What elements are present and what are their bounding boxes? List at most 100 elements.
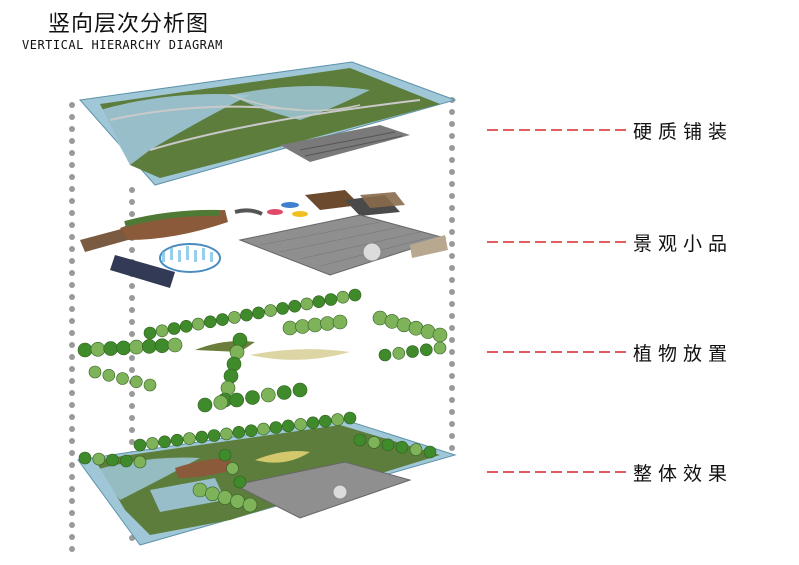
tree-canopy <box>395 440 409 454</box>
layer-label-overall-effect: 整体效果 <box>633 463 734 485</box>
tree-canopy <box>183 432 196 445</box>
guide-dot <box>69 342 75 348</box>
guide-dot <box>129 283 135 289</box>
tree-canopy <box>170 433 184 447</box>
tree-canopy <box>226 356 242 372</box>
tree-canopy <box>292 382 308 398</box>
tree-canopy <box>179 319 193 333</box>
tree-canopy <box>207 429 221 442</box>
guide-dot <box>69 114 75 120</box>
guide-dot <box>449 205 455 211</box>
tree-canopy <box>244 424 258 438</box>
tree-canopy <box>229 392 244 408</box>
guide-dot <box>69 270 75 276</box>
layer-label-landscape-features: 景观小品 <box>633 233 734 255</box>
guide-dot <box>129 187 135 193</box>
tree-canopy <box>106 453 119 467</box>
tree-canopy <box>232 332 248 348</box>
guide-dot <box>449 385 455 391</box>
tree-canopy <box>294 418 307 431</box>
guide-dot <box>129 307 135 313</box>
guide-dot <box>69 510 75 516</box>
tree-canopy <box>129 339 144 355</box>
tree-canopy <box>223 368 239 384</box>
tree-canopy <box>307 317 323 333</box>
guide-dot <box>449 193 455 199</box>
guide-dot <box>129 403 135 409</box>
tree-canopy <box>78 451 92 465</box>
tree-canopy <box>116 372 129 385</box>
guide-dot <box>449 169 455 175</box>
guide-dot <box>449 157 455 163</box>
guide-dot <box>449 229 455 235</box>
tree-canopy <box>197 397 213 413</box>
guide-dot <box>449 241 455 247</box>
guide-dot <box>69 378 75 384</box>
tree-canopy <box>433 341 447 355</box>
tree-canopy <box>158 435 171 449</box>
tree-canopy <box>195 430 209 444</box>
guide-dot <box>69 294 75 300</box>
guide-dot <box>129 199 135 205</box>
tree-canopy <box>281 419 295 433</box>
tree-canopy <box>318 414 332 428</box>
guide-dot <box>69 102 75 108</box>
tree-canopy <box>226 462 239 475</box>
tree-canopy <box>116 340 131 356</box>
tree-canopy <box>306 416 320 430</box>
tree-canopy <box>257 422 270 436</box>
tree-canopy <box>423 445 437 459</box>
tree-canopy <box>102 368 116 382</box>
guide-dot <box>69 354 75 360</box>
tree-canopy <box>367 436 381 449</box>
guide-dot <box>449 361 455 367</box>
tree-canopy <box>336 290 350 304</box>
guide-dot <box>449 349 455 355</box>
tree-canopy <box>233 475 247 489</box>
tree-canopy <box>143 326 157 340</box>
guide-dot <box>69 282 75 288</box>
tree-canopy <box>264 304 277 317</box>
tree-canopy <box>154 338 170 354</box>
guide-dot <box>69 438 75 444</box>
guide-dot <box>449 133 455 139</box>
guide-dot <box>69 330 75 336</box>
tree-canopy <box>133 438 147 452</box>
tree-canopy <box>146 437 159 450</box>
tree-canopy <box>191 317 205 331</box>
guide-dot <box>69 498 75 504</box>
guide-dot <box>69 210 75 216</box>
guide-dot <box>69 198 75 204</box>
diagram-subtitle: VERTICAL HIERARCHY DIAGRAM <box>22 38 223 52</box>
guide-dot <box>69 450 75 456</box>
tree-canopy <box>332 314 348 330</box>
guide-dot <box>129 439 135 445</box>
tree-canopy <box>88 365 102 379</box>
layer-hard-paving-illustration <box>79 61 457 186</box>
tree-canopy <box>142 339 157 354</box>
tree-canopy <box>230 493 245 509</box>
guide-dot <box>449 445 455 451</box>
guide-dot <box>69 474 75 480</box>
tree-canopy <box>409 443 423 456</box>
guide-dot <box>69 126 75 132</box>
guide-dot <box>449 181 455 187</box>
tree-canopy <box>192 482 208 498</box>
tree-canopy <box>406 345 419 358</box>
layer-label-hard-paving: 硬质铺装 <box>633 121 734 143</box>
guide-dot <box>129 427 135 433</box>
tree-canopy <box>276 302 289 315</box>
tree-canopy <box>353 433 367 447</box>
tree-canopy <box>204 315 217 329</box>
tree-canopy <box>348 288 362 302</box>
guide-dot <box>129 391 135 397</box>
guide-dot <box>449 373 455 379</box>
guide-dot <box>69 462 75 468</box>
guide-dot <box>69 234 75 240</box>
tree-canopy <box>343 411 357 425</box>
tree-canopy <box>331 413 344 426</box>
guide-dot <box>449 277 455 283</box>
tree-canopy <box>228 311 241 324</box>
guide-dot <box>69 546 75 552</box>
guide-dot <box>69 150 75 156</box>
